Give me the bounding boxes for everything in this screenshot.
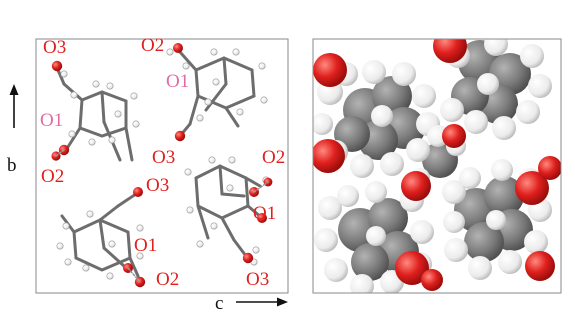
space-filling-panel <box>312 38 562 294</box>
atom-label-o1-mr: O1 <box>253 203 276 224</box>
molecule-ring-c <box>60 192 140 278</box>
atom-label-o1-tr: O1 <box>166 71 189 92</box>
atom-label-o3-tl: O3 <box>43 37 66 58</box>
atom-label-o3-mc: O3 <box>152 147 175 168</box>
axis-b-indicator: b <box>7 84 19 176</box>
atom-label-o3-br: O3 <box>246 269 269 290</box>
unit-cell-frame-left <box>35 38 289 294</box>
axis-c-indicator: c <box>215 293 288 314</box>
atom-label-o2-tr: O2 <box>141 35 164 56</box>
hydrogen-bonds <box>55 149 269 283</box>
atom-label-o1-tl: O1 <box>40 110 63 131</box>
molecule-ring-d <box>194 164 264 258</box>
axis-c-label: c <box>215 293 223 314</box>
ball-and-stick-panel: O3 O2 O1 O1 O2 O3 O2 O3 O1 O1 O2 O3 <box>35 35 289 294</box>
molecule-ring-a <box>56 68 134 162</box>
atom-label-o2-ml: O2 <box>41 166 64 187</box>
unit-cell-frame-right <box>312 38 562 294</box>
oxygen-atoms-right <box>313 39 561 291</box>
oxygen-atoms-left <box>51 43 273 288</box>
atom-label-o3-bc: O3 <box>146 175 169 196</box>
hydrogen-atoms-left <box>56 48 270 280</box>
atom-label-o1-bc: O1 <box>134 235 157 256</box>
axis-b-label: b <box>7 155 17 176</box>
atom-label-o2-mr: O2 <box>262 147 285 168</box>
atom-label-o2-bc: O2 <box>156 269 179 290</box>
molecule-ring-b <box>178 50 256 138</box>
